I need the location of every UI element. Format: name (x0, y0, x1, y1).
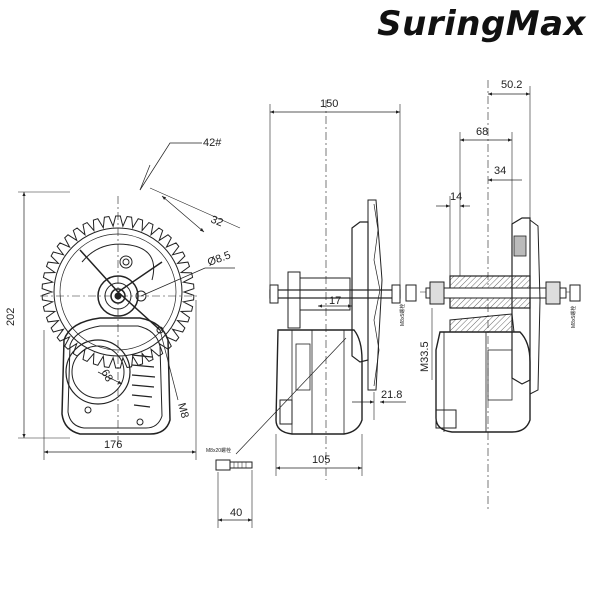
hole-diameter-label: Ø8.5 (206, 249, 233, 268)
housing-radius-label: 68 (98, 368, 115, 385)
offset-c-label: 34 (494, 165, 506, 177)
offset-b-label: 68 (476, 126, 488, 138)
chainring (41, 215, 195, 369)
offset-d-label: 14 (450, 191, 462, 203)
bolt-label: M8x20螺栓 (206, 447, 231, 454)
overall-width-label: 150 (320, 98, 338, 110)
front-view (18, 142, 241, 460)
chainring-offset-label: 32 (209, 214, 225, 230)
chainring-teeth (41, 215, 195, 369)
brand-logo: SuringMax (377, 4, 586, 44)
teeth-label: 42# (203, 137, 222, 149)
bolt-label-right: M8x5螺栓 (570, 306, 577, 328)
offset-a-label: 50.2 (501, 79, 522, 91)
bolt-label-left: M8x5螺栓 (399, 304, 406, 326)
rear-view (405, 80, 581, 510)
width-label: 176 (104, 439, 122, 451)
bb-thread-label: M33.5 (419, 341, 431, 372)
spacer-label: 17 (329, 295, 341, 307)
chainline-label: 21.8 (381, 389, 402, 401)
bolt-length-label: 40 (230, 507, 242, 519)
body-width-label: 105 (312, 454, 330, 466)
mount-thread-label: M8 (175, 402, 191, 420)
side-view (215, 100, 406, 528)
height-label: 202 (5, 308, 17, 326)
